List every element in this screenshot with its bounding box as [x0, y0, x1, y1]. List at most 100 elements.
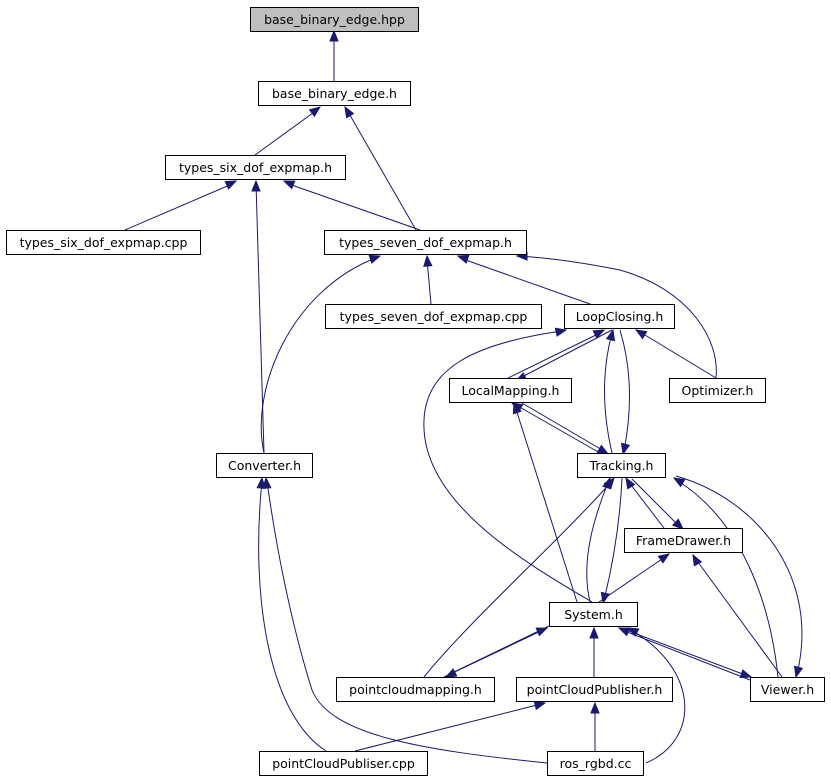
- arrowhead-icon: [605, 328, 616, 342]
- node-box[interactable]: [250, 7, 419, 32]
- arrowhead-icon: [329, 29, 339, 42]
- arrowhead-icon: [596, 444, 610, 455]
- node-box[interactable]: [516, 677, 673, 702]
- node-Optimizer_h[interactable]: Optimizer.h: [669, 378, 766, 403]
- edge-line: [423, 480, 613, 678]
- edge-line: [630, 629, 686, 764]
- edge-line: [675, 475, 803, 675]
- node-label: LocalMapping.h: [462, 383, 560, 398]
- node-box[interactable]: [165, 155, 346, 180]
- edge-base_binary_edge_h-to-base_binary_edge_hpp: [329, 29, 339, 81]
- edge-line: [521, 402, 605, 452]
- arrowhead-icon: [626, 627, 640, 637]
- node-ros_rgbd_cc[interactable]: ros_rgbd.cc: [547, 751, 644, 776]
- edge-System_h-to-Tracking_h: [586, 476, 612, 603]
- edge-line: [354, 703, 542, 752]
- edge-ros_rgbd_cc-to-Converter_h: [262, 476, 548, 764]
- edge-Tracking_h-to-Viewer_h: [675, 475, 804, 679]
- arrowhead-icon: [589, 626, 599, 639]
- edge-line: [426, 258, 432, 305]
- edge-line: [519, 329, 613, 379]
- node-box[interactable]: [6, 230, 201, 255]
- node-box[interactable]: [324, 230, 527, 255]
- node-label: types_seven_dof_expmap.cpp: [340, 309, 528, 324]
- edge-System_h-to-FrameDrawer_h: [598, 553, 671, 603]
- arrowhead-icon: [456, 254, 470, 264]
- node-box[interactable]: [216, 453, 313, 478]
- node-Tracking_h[interactable]: Tracking.h: [577, 453, 666, 478]
- arrowhead-icon: [224, 180, 238, 190]
- node-Viewer_h[interactable]: Viewer.h: [750, 677, 825, 702]
- edge-line: [619, 329, 631, 452]
- edges-layer: [124, 29, 804, 764]
- node-LocalMapping_h[interactable]: LocalMapping.h: [449, 378, 572, 403]
- node-box[interactable]: [750, 677, 825, 702]
- edge-Viewer_h-to-System_h: [617, 627, 751, 681]
- edge-Viewer_h-to-FrameDrawer_h: [692, 553, 783, 678]
- node-types_six_dof_expmap_cpp[interactable]: types_six_dof_expmap.cpp: [6, 230, 201, 255]
- node-label: pointcloudmapping.h: [349, 682, 482, 697]
- arrowhead-icon: [282, 180, 296, 190]
- node-box[interactable]: [547, 751, 644, 776]
- node-types_six_dof_expmap_h[interactable]: types_six_dof_expmap.h: [165, 155, 346, 180]
- edge-System_h-to-LocalMapping_h: [512, 401, 578, 603]
- node-box[interactable]: [564, 304, 675, 329]
- node-box[interactable]: [325, 304, 542, 329]
- node-box[interactable]: [336, 677, 495, 702]
- node-base_binary_edge_h[interactable]: base_binary_edge.h: [258, 81, 411, 106]
- edge-line: [625, 629, 749, 677]
- node-box[interactable]: [577, 453, 666, 478]
- edge-System_h-to-LoopClosing_h: [423, 327, 593, 603]
- node-label: Optimizer.h: [682, 383, 754, 398]
- node-Converter_h[interactable]: Converter.h: [216, 453, 313, 478]
- node-box[interactable]: [449, 378, 572, 403]
- edge-types_seven_dof_expmap_h-to-base_binary_edge_h: [344, 105, 417, 231]
- edge-LocalMapping_h-to-LoopClosing_h: [507, 329, 606, 379]
- arrowhead-icon: [617, 627, 631, 637]
- node-label: ros_rgbd.cc: [560, 756, 632, 771]
- node-label: types_six_dof_expmap.cpp: [20, 235, 188, 250]
- node-types_seven_dof_expmap_cpp[interactable]: types_seven_dof_expmap.cpp: [325, 304, 542, 329]
- edge-Tracking_h-to-System_h: [600, 477, 623, 605]
- arrowhead-icon: [344, 105, 355, 119]
- edge-ros_rgbd_cc-to-pointCloudPublisher_h: [590, 701, 600, 751]
- edge-line: [459, 257, 591, 305]
- arrowhead-icon: [512, 401, 522, 415]
- edge-line: [598, 556, 666, 603]
- node-box[interactable]: [624, 528, 743, 553]
- edge-Converter_h-to-types_seven_dof_expmap_h: [260, 254, 382, 454]
- node-pointcloudmapping_h[interactable]: pointcloudmapping.h: [336, 677, 495, 702]
- arrowhead-icon: [793, 665, 804, 679]
- edge-line: [621, 629, 751, 681]
- edge-line: [604, 332, 613, 454]
- node-pointCloudPublisher_h[interactable]: pointCloudPublisher.h: [516, 677, 673, 702]
- arrowhead-icon: [444, 668, 458, 678]
- edge-line: [603, 477, 623, 601]
- node-label: Converter.h: [228, 458, 301, 473]
- node-box[interactable]: [258, 81, 411, 106]
- arrowhead-icon: [625, 476, 636, 490]
- node-box[interactable]: [259, 751, 428, 776]
- node-base_binary_edge_hpp[interactable]: base_binary_edge.hpp: [250, 7, 419, 32]
- node-types_seven_dof_expmap_h[interactable]: types_seven_dof_expmap.h: [324, 230, 527, 255]
- node-LoopClosing_h[interactable]: LoopClosing.h: [564, 304, 675, 329]
- arrowhead-icon: [554, 327, 568, 337]
- edge-pointCloudPublisher_h-to-System_h: [589, 626, 599, 677]
- node-box[interactable]: [549, 602, 638, 627]
- arrowhead-icon: [672, 518, 684, 530]
- edge-line: [258, 480, 327, 752]
- edge-Tracking_h-to-FrameDrawer_h: [631, 478, 684, 530]
- edge-line: [254, 109, 318, 156]
- edge-line: [423, 330, 593, 603]
- edge-line: [285, 182, 421, 231]
- arrowhead-icon: [739, 669, 753, 679]
- edge-line: [507, 332, 601, 379]
- node-box[interactable]: [669, 378, 766, 403]
- arrowhead-icon: [620, 442, 631, 456]
- edge-line: [586, 479, 610, 603]
- node-FrameDrawer_h[interactable]: FrameDrawer.h: [624, 528, 743, 553]
- edge-Optimizer_h-to-LoopClosing_h: [634, 329, 717, 379]
- node-System_h[interactable]: System.h: [549, 602, 638, 627]
- node-pointCloudPubliser_cpp[interactable]: pointCloudPubliser.cpp: [259, 751, 428, 776]
